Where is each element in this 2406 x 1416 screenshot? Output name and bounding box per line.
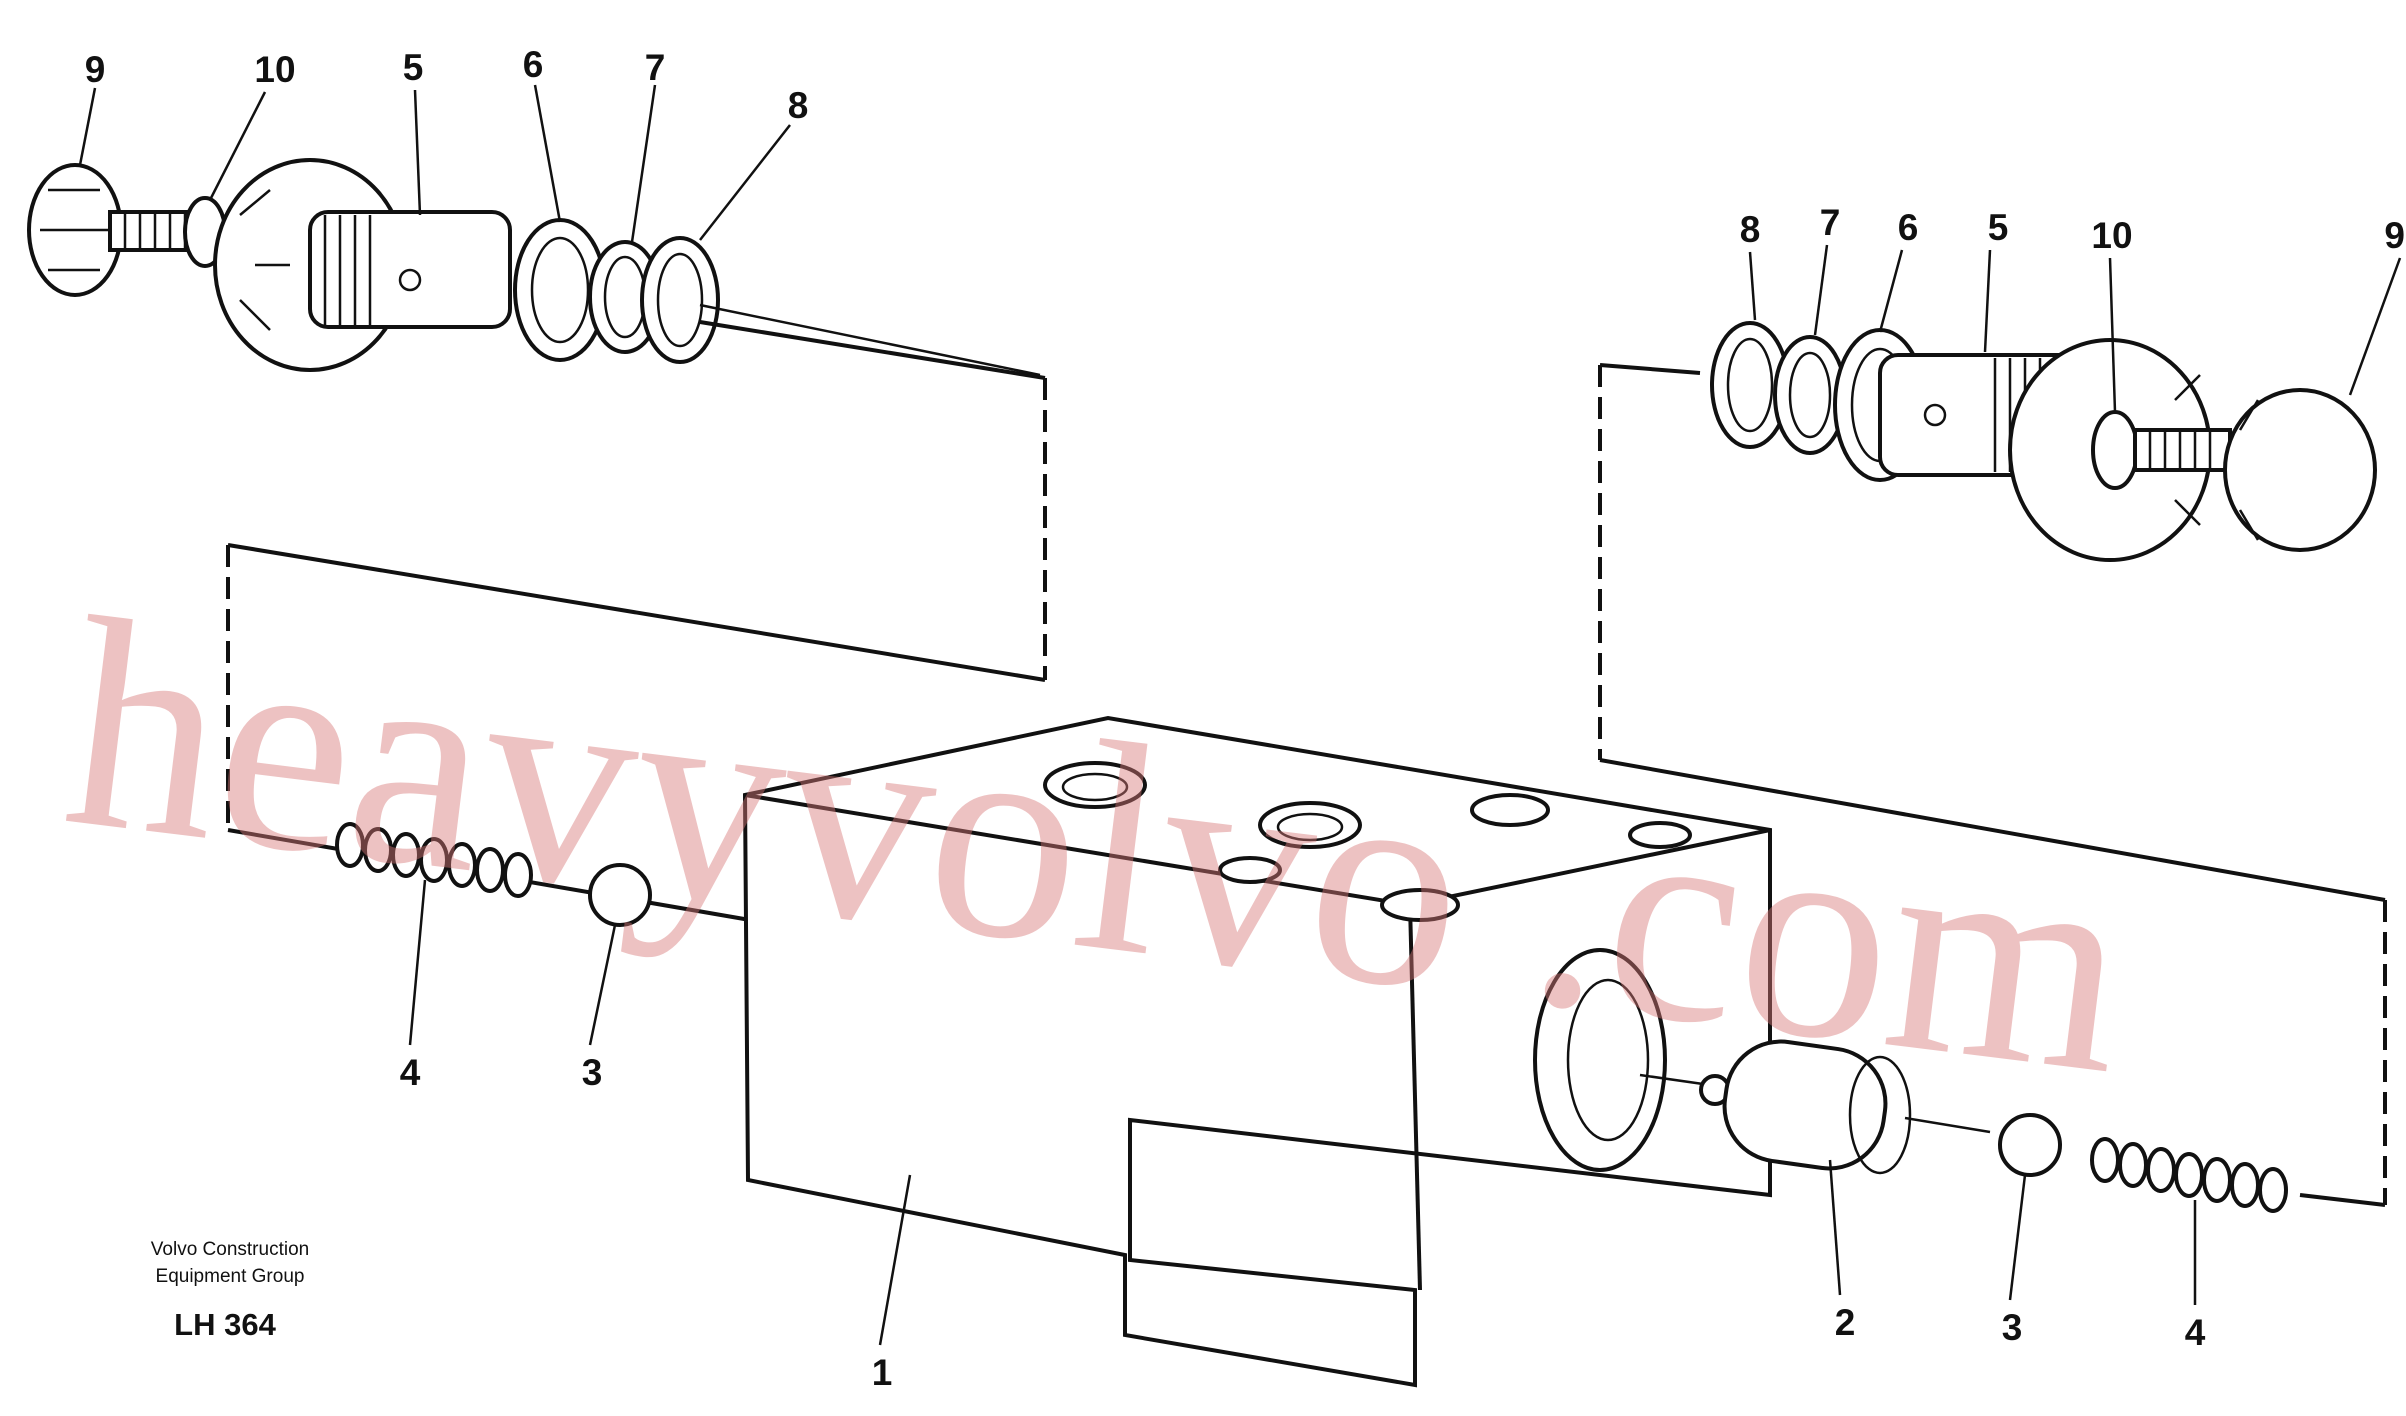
right-piston [1639,1039,1991,1175]
callout-left-8: 8 [788,85,809,126]
callout-right-8: 8 [1740,209,1761,250]
credit-line-1: Volvo Construction [151,1239,309,1260]
right-lock-ring [2091,410,2139,490]
right-check-ball [1998,1113,2062,1177]
leader-lines [78,84,2402,1346]
left-seat-ring [640,236,720,364]
diagram-code: LH 364 [174,1307,276,1342]
callout-left-7: 7 [645,47,666,88]
callout-labels: 9 10 5 6 7 8 8 7 6 5 10 9 4 3 1 2 3 4 [85,44,2405,1393]
callout-right-5: 5 [1988,207,2009,248]
left-cap-nut [27,163,123,297]
callout-right-3: 3 [2002,1307,2023,1348]
right-dashed-bracket [1598,363,2387,1207]
valve-block [742,715,1772,1388]
right-cap-nut [2223,388,2377,552]
left-check-ball [588,863,652,927]
callout-right-9: 9 [2384,215,2405,256]
credit-block: Volvo Construction Equipment Group LH 36… [151,1239,309,1342]
right-spring [2090,1137,2288,1213]
callout-right-4: 4 [2185,1312,2206,1353]
left-valve-assembly [27,158,1041,377]
callout-left-4: 4 [400,1052,421,1093]
callout-right-7: 7 [1820,202,1841,243]
callout-left-3: 3 [582,1052,603,1093]
callout-left-6: 6 [523,44,544,85]
callout-left-5: 5 [403,47,424,88]
left-cartridge [308,210,512,329]
callout-right-10: 10 [2091,215,2132,256]
callout-piston-2: 2 [1835,1302,1856,1343]
callout-left-9: 9 [85,49,106,90]
right-stem [2133,428,2232,472]
callout-block-1: 1 [872,1352,893,1393]
right-valve-assembly [1710,321,2377,562]
credit-line-2: Equipment Group [156,1266,305,1287]
left-spring [335,822,533,898]
callout-right-6: 6 [1898,207,1919,248]
callout-left-10: 10 [254,49,295,90]
